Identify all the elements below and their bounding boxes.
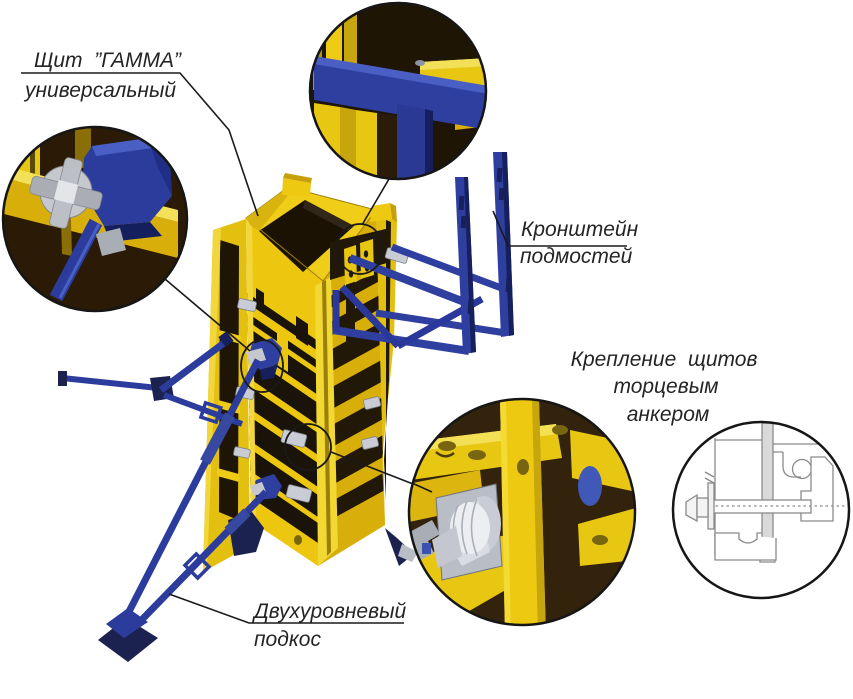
svg-text:универсальный: универсальный: [23, 79, 176, 102]
svg-text:подкос: подкос: [254, 628, 321, 651]
svg-text:Крепление щитов: Крепление щитов: [571, 348, 758, 371]
svg-text:подмостей: подмостей: [520, 245, 633, 268]
svg-text:Двухуровневый: Двухуровневый: [252, 600, 407, 623]
svg-text:торцевым: торцевым: [613, 375, 718, 398]
svg-text:Щит ”ГАММА”: Щит ”ГАММА”: [34, 49, 182, 72]
svg-text:Кронштейн: Кронштейн: [521, 218, 639, 241]
svg-text:анкером: анкером: [627, 403, 710, 426]
